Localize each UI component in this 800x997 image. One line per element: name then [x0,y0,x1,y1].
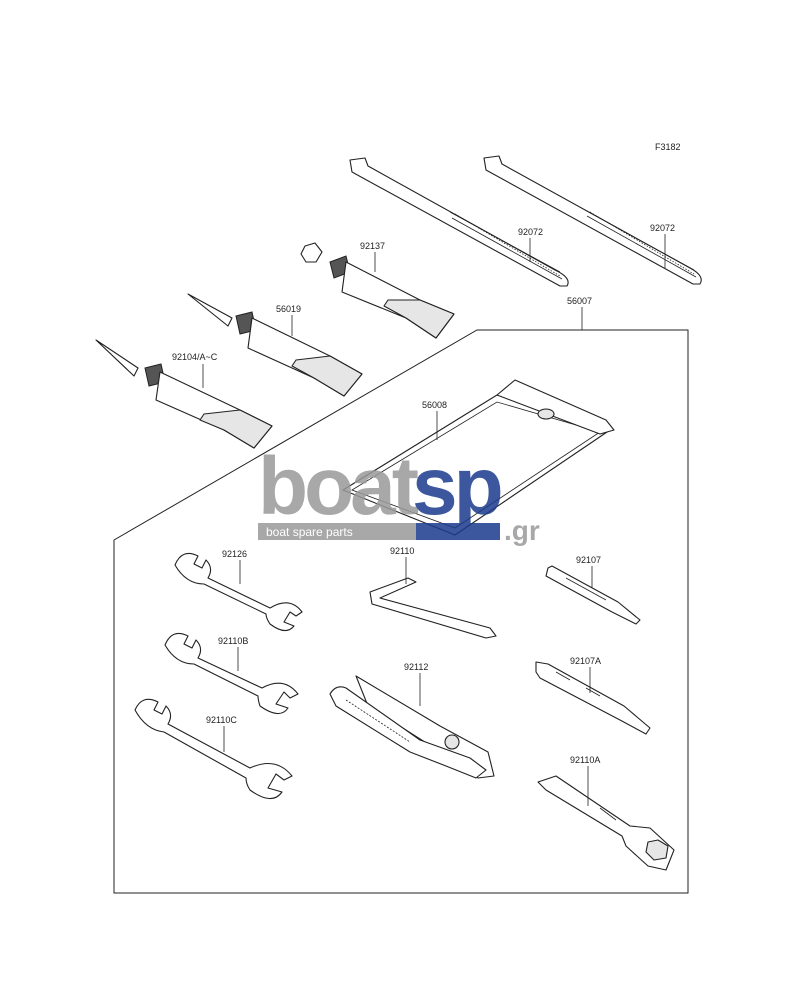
pliers-92112 [329,675,495,779]
cable-tie-b [483,155,702,285]
watermark-text-a: boat [258,441,419,532]
label-wrench-92126: 92126 [222,549,247,559]
watermark-suffix: .gr [504,515,540,546]
screwdriver-92107a [535,661,651,735]
label-box-wrench: 92110A [570,755,600,765]
label-wrench-92110c: 92110C [206,715,237,725]
label-tool-kit: 56007 [567,296,592,306]
wrench-92126 [174,552,303,632]
label-screwdriver-2: 92107A [570,656,601,666]
label-tube-low: 92104/A~C [172,352,218,362]
wrench-92110c [134,698,293,800]
tool-kit-frame [113,329,689,894]
label-cable-tie-b: 92072 [650,223,675,233]
grease-tube-top [300,242,455,339]
tube-low [95,339,273,449]
tube-mid [187,293,363,397]
cable-tie-a [349,157,569,287]
label-wrench-92110b: 92110B [218,636,248,646]
hex-key-92110 [369,577,497,639]
watermark-tagline: boat spare parts [266,525,353,539]
label-tool-bag: 56008 [422,400,447,410]
watermark-text-b: sp [412,441,501,532]
label-tube-mid: 56019 [276,304,301,314]
watermark-logo: boat sp .gr boat spare parts [258,441,540,546]
tool-bag [342,379,615,536]
wrench-92110b [164,632,299,715]
screwdriver-92107 [545,565,641,625]
label-pliers: 92112 [404,662,428,672]
box-wrench-92110a [537,775,675,871]
label-grease-tube-top: 92137 [360,241,385,251]
label-hex-key: 92110 [390,546,414,556]
label-cable-tie-a: 92072 [518,227,543,237]
label-screwdriver: 92107 [576,555,601,565]
figure-code: F3182 [655,142,681,152]
